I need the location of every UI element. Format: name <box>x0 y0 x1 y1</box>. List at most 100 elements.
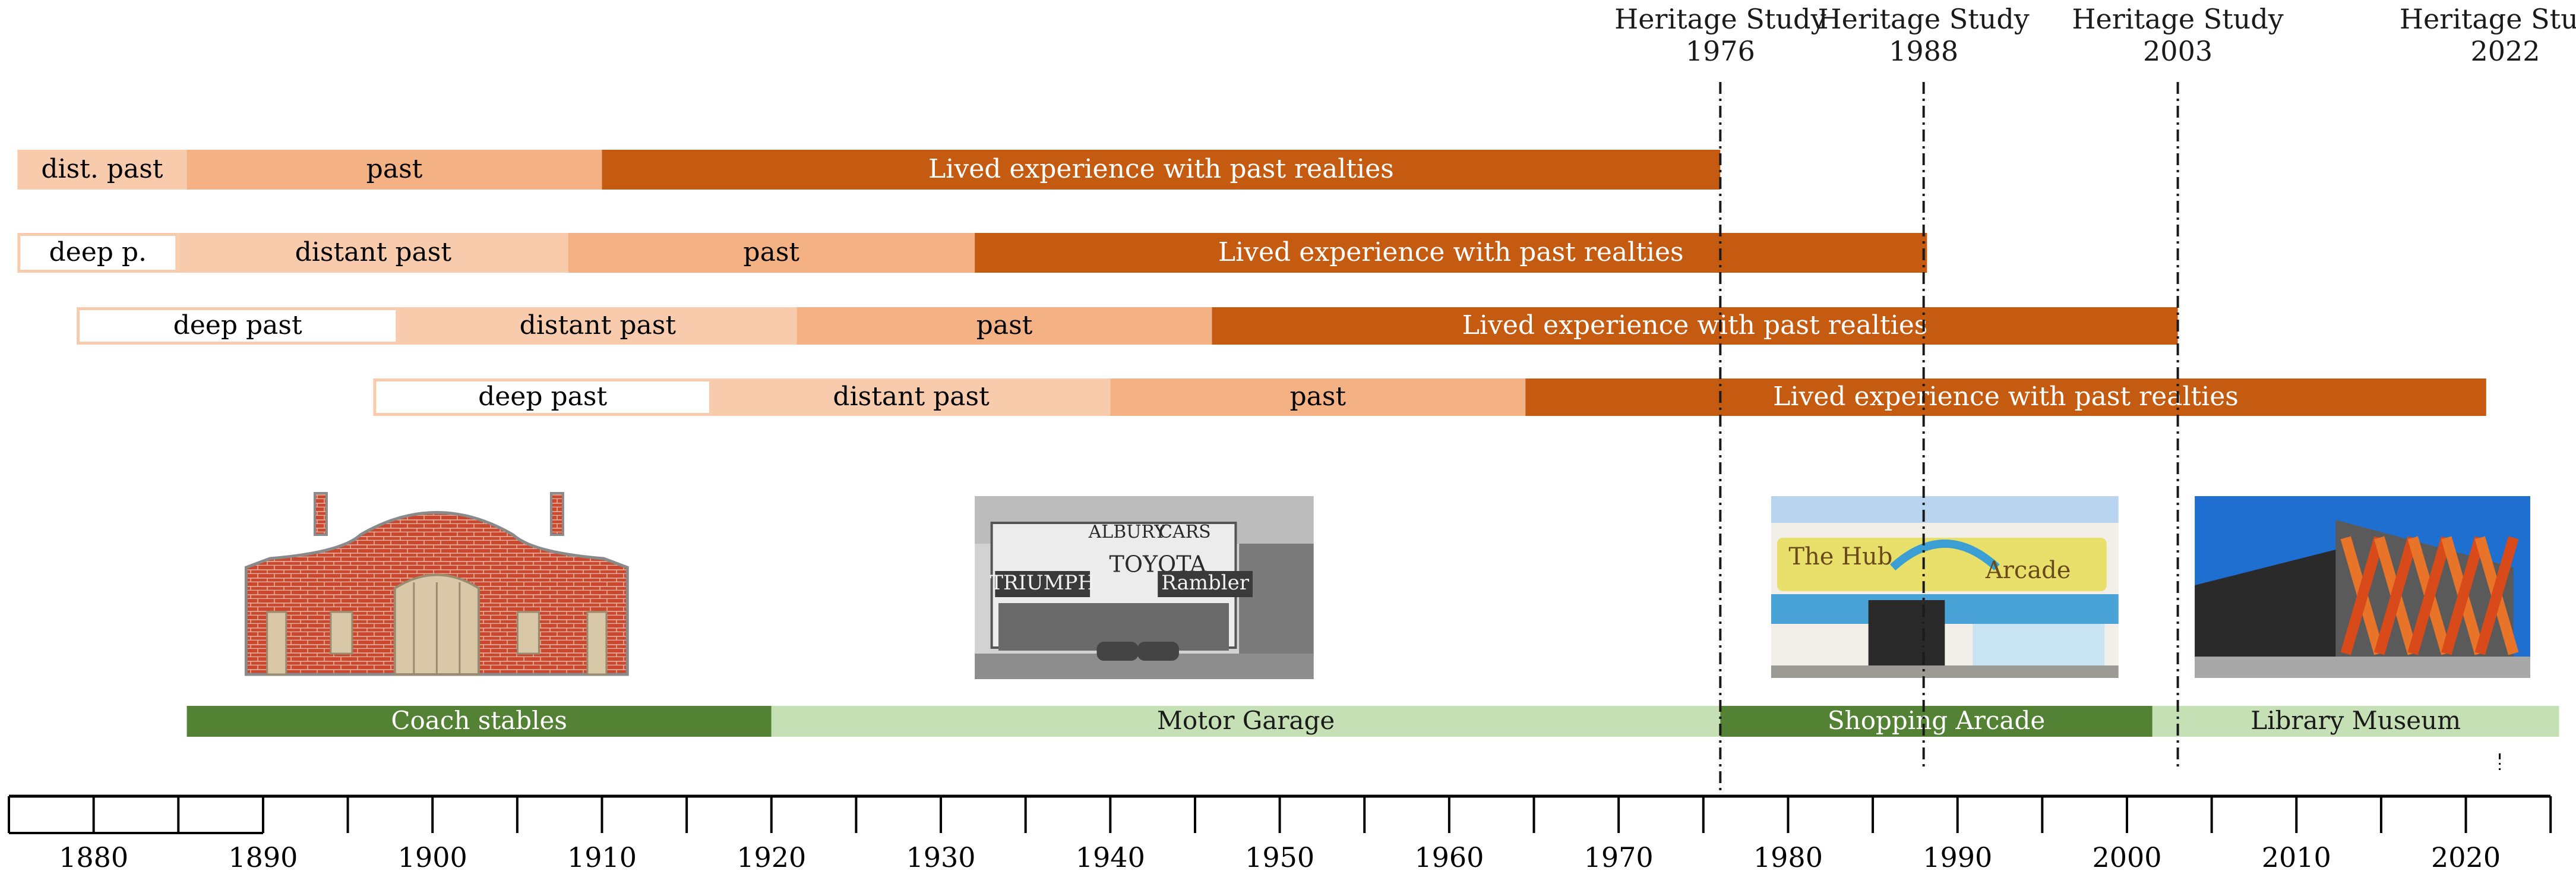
vintage-car <box>1137 642 1179 661</box>
arcade-sign-board <box>1777 538 2107 591</box>
coach-stables-illustration <box>244 492 629 676</box>
chimney-right <box>549 492 564 536</box>
study-row-1988: deep p. distant past past Lived experience … <box>17 233 1927 273</box>
use-bar-1: Motor Garage <box>771 706 1721 737</box>
segment-label: Lived experience with past realties <box>1773 381 2239 412</box>
axis-tick-label: 1960 <box>1414 841 1484 873</box>
segment-label: past <box>743 237 799 267</box>
segment-label: Lived experience with past realties <box>1218 237 1684 267</box>
axis-tick-label: 1940 <box>1076 841 1145 873</box>
segment-label: deep p. <box>49 237 147 267</box>
garage-sign-text: TRIUMPH <box>990 571 1095 595</box>
use-bar-fill <box>771 706 1721 737</box>
window <box>516 611 540 655</box>
library-museum-photo <box>2195 496 2530 678</box>
axis-tick-label: 2010 <box>2262 841 2331 873</box>
axis-tick-label: 1900 <box>398 841 467 873</box>
study-row-1976: dist. past past Lived experience with past… <box>17 150 1721 190</box>
museum-diagonal-fin <box>2474 536 2519 655</box>
sign-board <box>995 571 1091 597</box>
axis-tick-label: 2020 <box>2431 841 2501 873</box>
garage-sign-text: Rambler <box>1161 571 1250 595</box>
museum-diagonal-fin <box>2441 536 2485 655</box>
axis-tick-label: 1910 <box>567 841 637 873</box>
study-label: Heritage Study <box>2072 3 2283 35</box>
museum-pavement <box>2195 657 2530 678</box>
use-bar-fill <box>187 706 772 737</box>
segment-label: past <box>1289 381 1346 412</box>
garage-sign-text: CARS <box>1159 522 1211 542</box>
window <box>330 611 353 655</box>
arcade-sky <box>1771 496 2119 523</box>
axis-tick-label: 1890 <box>228 841 298 873</box>
arcade-footpath <box>1771 665 2119 678</box>
use-bar-label: Coach stables <box>391 706 567 735</box>
study-year: 2003 <box>2143 35 2212 67</box>
study-label: Heritage Study <box>2400 3 2576 35</box>
segment-label: Lived experience with past realties <box>928 154 1394 184</box>
study-year: 1976 <box>1686 35 1755 67</box>
segment-label: distant past <box>295 237 452 267</box>
museum-diagonal-fin <box>2340 536 2385 655</box>
segment-lived <box>975 233 1927 273</box>
use-bar-2: Shopping Arcade <box>1720 706 2153 737</box>
arcade-shopfront <box>1973 624 2105 665</box>
segment-distant <box>17 150 187 190</box>
axis-tick-label: 1950 <box>1245 841 1314 873</box>
building-use-bars: Coach stables Motor Garage Shopping Arcade… <box>187 706 2559 737</box>
museum-diagonal-fin <box>2374 536 2418 655</box>
segment-past <box>796 307 1212 345</box>
use-bar-fill <box>1720 706 2153 737</box>
use-bar-0: Coach stables <box>187 706 772 737</box>
sign-board <box>1158 571 1253 597</box>
study-label: Heritage Study <box>1818 3 2030 35</box>
axis-tick-label: 1990 <box>1923 841 1992 873</box>
segment-label: past <box>366 154 423 184</box>
segment-label: distant past <box>833 381 990 412</box>
study-year: 2022 <box>2470 35 2540 67</box>
side-door <box>266 611 287 676</box>
axis-tick-label: 1930 <box>906 841 976 873</box>
study-year: 1988 <box>1889 35 1958 67</box>
axis-tick-label: 1920 <box>737 841 806 873</box>
segment-label: distant past <box>520 310 677 340</box>
use-bar-fill <box>2152 706 2559 737</box>
segment-label: deep past <box>173 310 302 340</box>
axis-tick-label: 1970 <box>1584 841 1654 873</box>
use-bar-3: Library Museum <box>2152 706 2559 737</box>
axis-tick-label: 2000 <box>2092 841 2161 873</box>
segment-label: Lived experience with past realties <box>1462 310 1928 340</box>
segment-lived <box>1212 307 2178 345</box>
study-row-2022: deep past distant past past Lived experienc… <box>373 378 2486 416</box>
side-door <box>586 611 608 676</box>
segment-deep <box>17 233 179 273</box>
segment-past <box>1110 378 1526 416</box>
segment-distant <box>712 378 1111 416</box>
axis-tick-label: 1980 <box>1753 841 1823 873</box>
study-label: Heritage Study <box>1614 3 1826 35</box>
use-bar-label: Library Museum <box>2251 706 2461 735</box>
segment-label: dist. past <box>41 154 163 184</box>
segment-deep <box>77 307 399 345</box>
vintage-car <box>1096 642 1139 661</box>
segment-past <box>568 233 975 273</box>
heritage-study-2022: Heritage Study2022 <box>2400 3 2576 67</box>
use-bar-label: Shopping Arcade <box>1828 706 2045 735</box>
arcade-sign-text: Arcade <box>1985 557 2071 584</box>
segment-past <box>187 150 602 190</box>
arcade-sign-arc <box>1889 540 2000 571</box>
segment-label: deep past <box>478 381 607 412</box>
museum-diagonal-fin <box>2407 536 2452 655</box>
museum-glass-wing <box>2195 550 2336 657</box>
